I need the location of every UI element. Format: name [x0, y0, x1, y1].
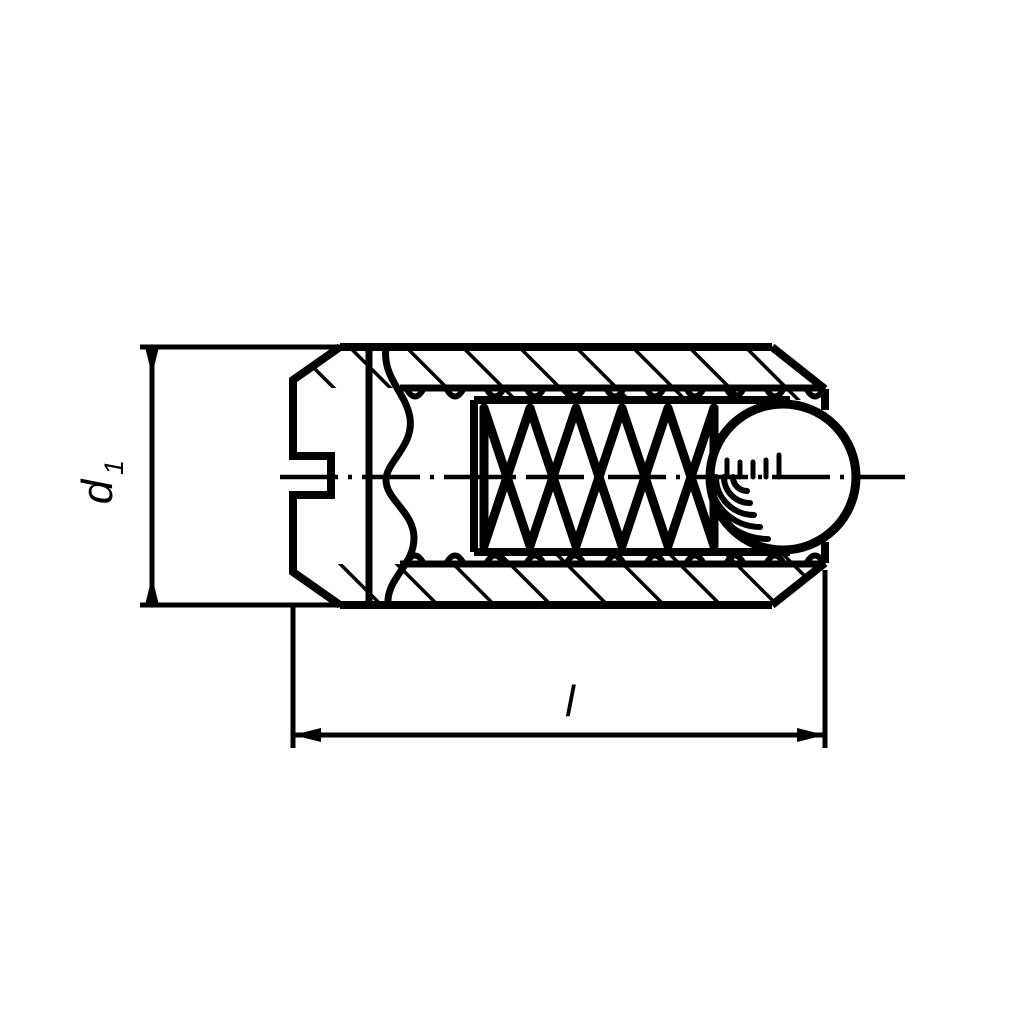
break-line [382, 343, 418, 609]
d1-arrow-top [145, 347, 159, 375]
dimension-d1: d 1 [73, 344, 340, 608]
d1-label-subscript: 1 [99, 460, 129, 475]
threaded-body-outline [289, 343, 829, 609]
l-arrow-left [293, 728, 321, 742]
d1-arrow-bottom [145, 577, 159, 605]
d1-label-text: d [73, 478, 122, 504]
l-arrow-right [797, 728, 825, 742]
dimension-l: l [290, 570, 828, 748]
l-label-text: l [565, 677, 576, 726]
